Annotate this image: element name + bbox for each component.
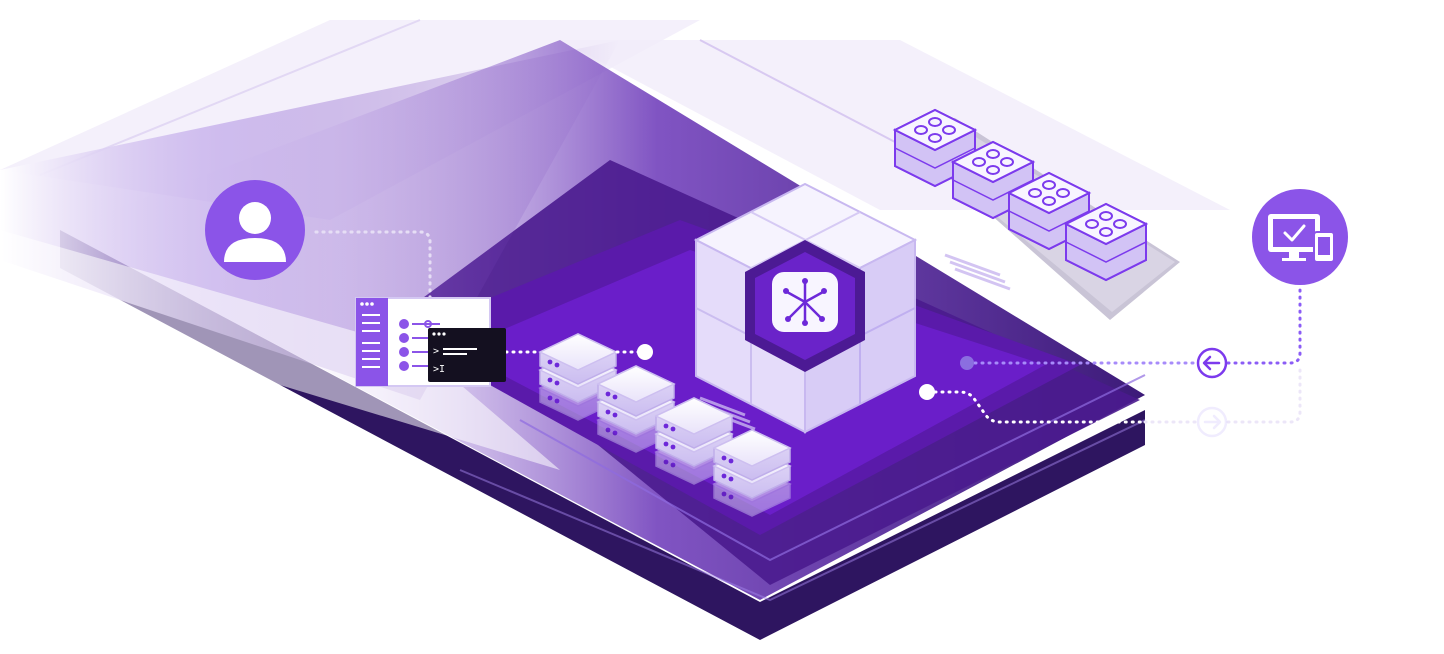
arrow-left-icon xyxy=(1196,347,1228,379)
outbound-faded-line xyxy=(1143,368,1302,424)
core-connector-dot xyxy=(637,344,653,360)
server-stack-icon xyxy=(654,397,734,485)
module-dice-row xyxy=(892,108,1149,282)
server-stack-icon xyxy=(538,333,618,421)
inbound-connector-dot xyxy=(960,356,974,370)
module-dice-icon xyxy=(1063,202,1149,282)
connector-dots xyxy=(637,344,974,400)
outbound-connector-dot xyxy=(919,384,935,400)
terminal-prompt-2: >I xyxy=(433,364,445,375)
terminal-prompt-1: > xyxy=(433,346,439,357)
monitor-to-arrow-line xyxy=(1226,283,1302,365)
server-stacks xyxy=(538,333,792,517)
arrow-right-icon xyxy=(1196,406,1228,438)
terminal-icon: > >I xyxy=(428,328,506,382)
network-star-icon xyxy=(772,272,838,332)
connection-lines xyxy=(314,230,1302,424)
core-cube xyxy=(693,182,918,434)
core-outbound-line xyxy=(926,390,1147,424)
server-stack-icon xyxy=(712,429,792,517)
server-stack-icon xyxy=(596,365,676,453)
user-icon xyxy=(205,180,305,280)
monitor-check-icon xyxy=(1252,189,1348,285)
